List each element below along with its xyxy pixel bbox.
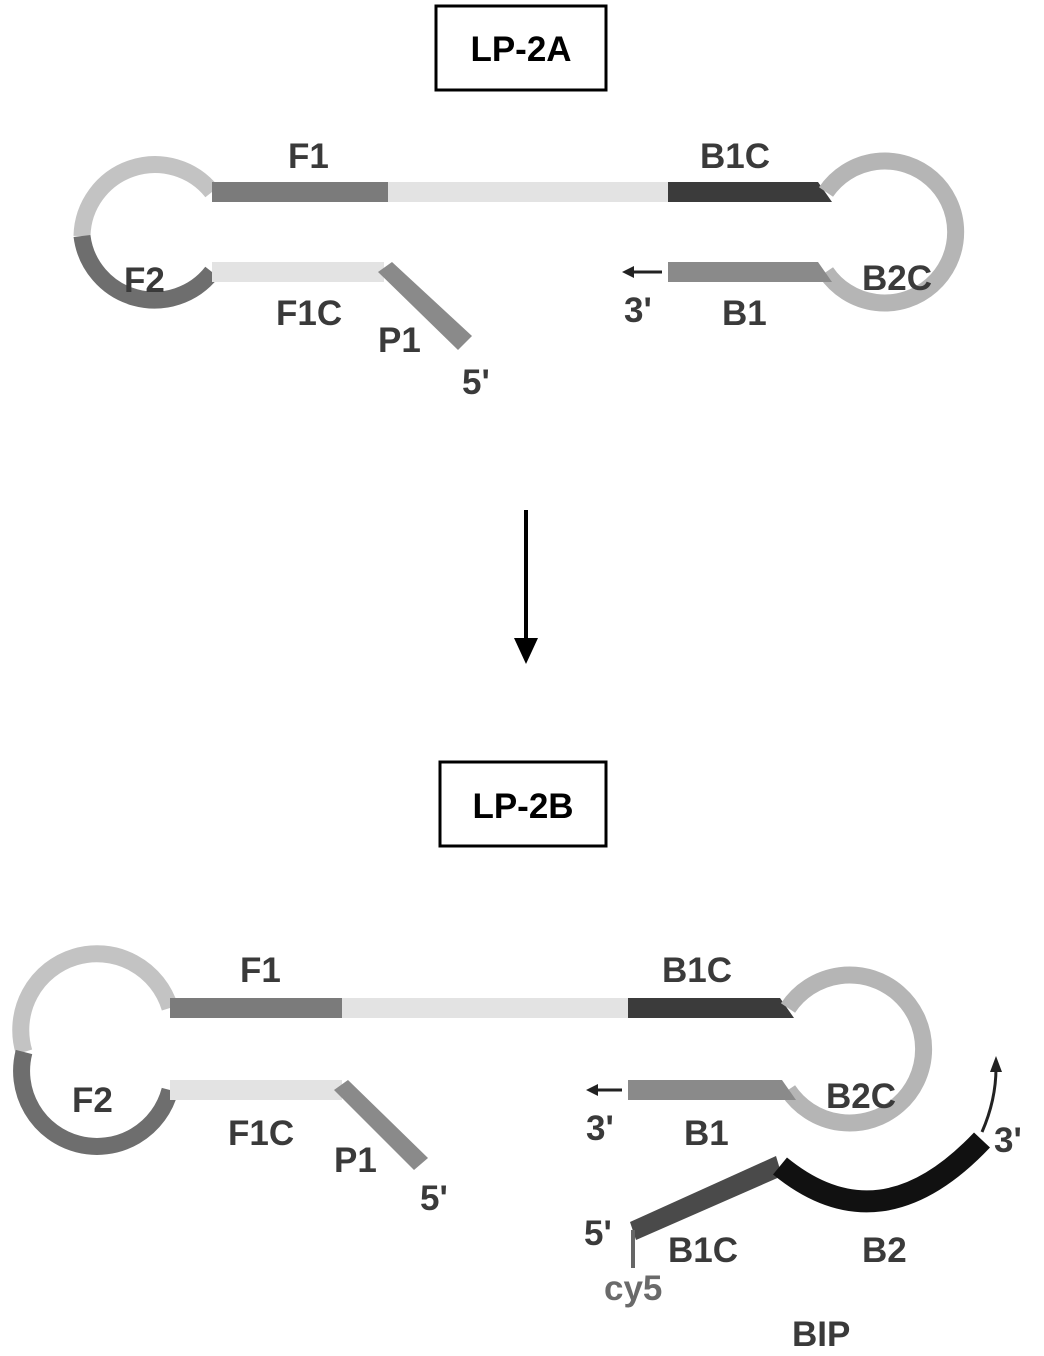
label-b1-b: B1 xyxy=(684,1114,729,1153)
p1-segment xyxy=(378,262,472,350)
label-5prime-b: 5' xyxy=(420,1179,448,1218)
panel-a-title-box xyxy=(434,4,608,92)
panel-a: LP-2A F1 B1C F2 F1C P1 5' 3' B1 B2C xyxy=(73,4,965,402)
label-f1c: F1C xyxy=(276,294,342,333)
left-loop-upper-b xyxy=(12,945,179,1055)
label-b2c: B2C xyxy=(862,259,932,298)
label-f1: F1 xyxy=(288,137,329,176)
linker-segment-b xyxy=(342,998,628,1018)
bip-b2-segment xyxy=(773,1132,990,1213)
label-3prime: 3' xyxy=(624,291,652,330)
label-cy5: cy5 xyxy=(604,1269,662,1308)
label-primer-5prime: 5' xyxy=(584,1214,612,1253)
label-f2-b: F2 xyxy=(72,1081,113,1120)
label-p1: P1 xyxy=(378,321,421,360)
b1c-segment-b xyxy=(628,998,794,1018)
panel-b-title: LP-2B xyxy=(472,787,573,826)
f1-segment xyxy=(212,182,388,202)
b1-segment xyxy=(668,262,832,282)
label-3prime-left-b: 3' xyxy=(586,1109,614,1148)
right-loop xyxy=(818,152,965,312)
label-b2c-b: B2C xyxy=(826,1077,896,1116)
b1-segment-b xyxy=(628,1080,796,1100)
left-loop-upper xyxy=(73,156,219,237)
bip-extension-arrow xyxy=(980,1067,998,1133)
label-p1-b: P1 xyxy=(334,1141,377,1180)
f2-loop-segment xyxy=(73,234,219,309)
bip-b1c-segment xyxy=(630,1156,782,1240)
panel-b: LP-2B F1 B1C F2 F1C P1 5' 3' B1 B2C xyxy=(12,760,1022,1354)
linker-segment xyxy=(388,182,668,202)
label-primer-b2: B2 xyxy=(862,1231,907,1270)
label-3prime-right-b: 3' xyxy=(994,1121,1022,1160)
f1c-segment-b xyxy=(170,1080,342,1100)
label-b1c: B1C xyxy=(700,137,770,176)
panel-b-title-box xyxy=(438,760,608,848)
label-primer-b1c: B1C xyxy=(668,1231,738,1270)
bip-extension-arrow-head xyxy=(990,1056,1002,1072)
label-f2: F2 xyxy=(124,261,165,300)
right-loop-b xyxy=(780,966,933,1132)
label-b1: B1 xyxy=(722,294,767,333)
label-b1c-b: B1C xyxy=(662,951,732,990)
p1-segment-b xyxy=(334,1080,428,1170)
transition-arrow xyxy=(514,510,538,664)
label-f1c-b: F1C xyxy=(228,1114,294,1153)
label-5prime: 5' xyxy=(462,363,490,402)
f2-loop-segment-b xyxy=(13,1049,179,1155)
extension-arrow-head-b xyxy=(586,1084,598,1096)
extension-arrow-head xyxy=(622,266,634,278)
b1c-segment xyxy=(668,182,832,202)
f1-segment-b xyxy=(170,998,342,1018)
label-f1-b: F1 xyxy=(240,951,281,990)
label-bip: BIP xyxy=(792,1315,850,1354)
f1c-segment xyxy=(212,262,384,282)
panel-a-title: LP-2A xyxy=(470,30,571,69)
